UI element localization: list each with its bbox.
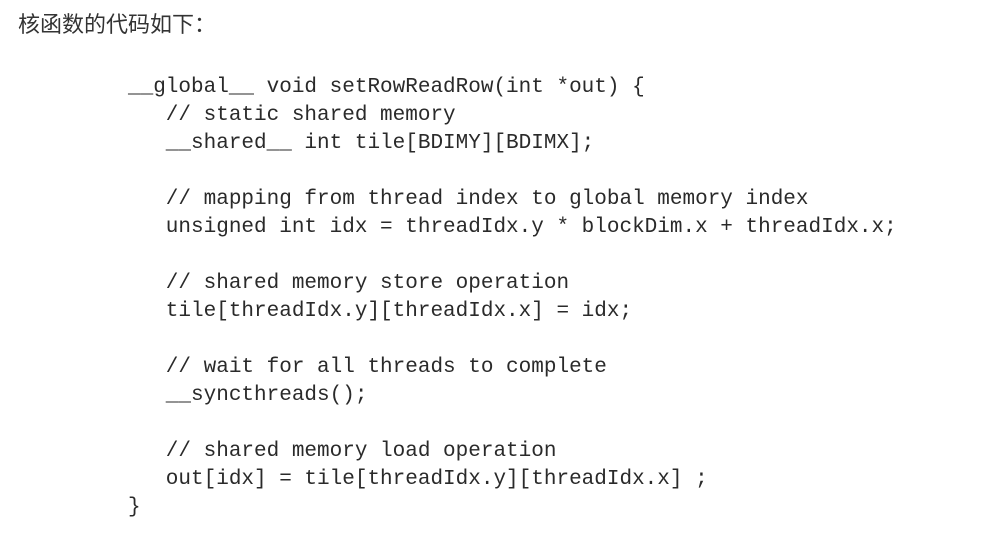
code-line-12: __syncthreads(); — [128, 384, 368, 407]
intro-text: 核函数的代码如下： — [18, 13, 217, 38]
code-line-9: tile[threadIdx.y][threadIdx.x] = idx; — [128, 300, 633, 323]
code-line-8: // shared memory store operation — [128, 272, 570, 295]
code-line-2: // static shared memory — [128, 104, 456, 127]
code-line-6: unsigned int idx = threadIdx.y * blockDi… — [128, 216, 897, 239]
code-line-1: __global__ void setRowReadRow(int *out) … — [128, 76, 645, 99]
code-line-11: // wait for all threads to complete — [128, 356, 607, 379]
code-line-3: __shared__ int tile[BDIMY][BDIMX]; — [128, 132, 595, 155]
code-line-14: // shared memory load operation — [128, 440, 557, 463]
code-line-16: } — [128, 496, 141, 519]
code-line-15: out[idx] = tile[threadIdx.y][threadIdx.x… — [128, 468, 708, 491]
code-line-5: // mapping from thread index to global m… — [128, 188, 809, 211]
